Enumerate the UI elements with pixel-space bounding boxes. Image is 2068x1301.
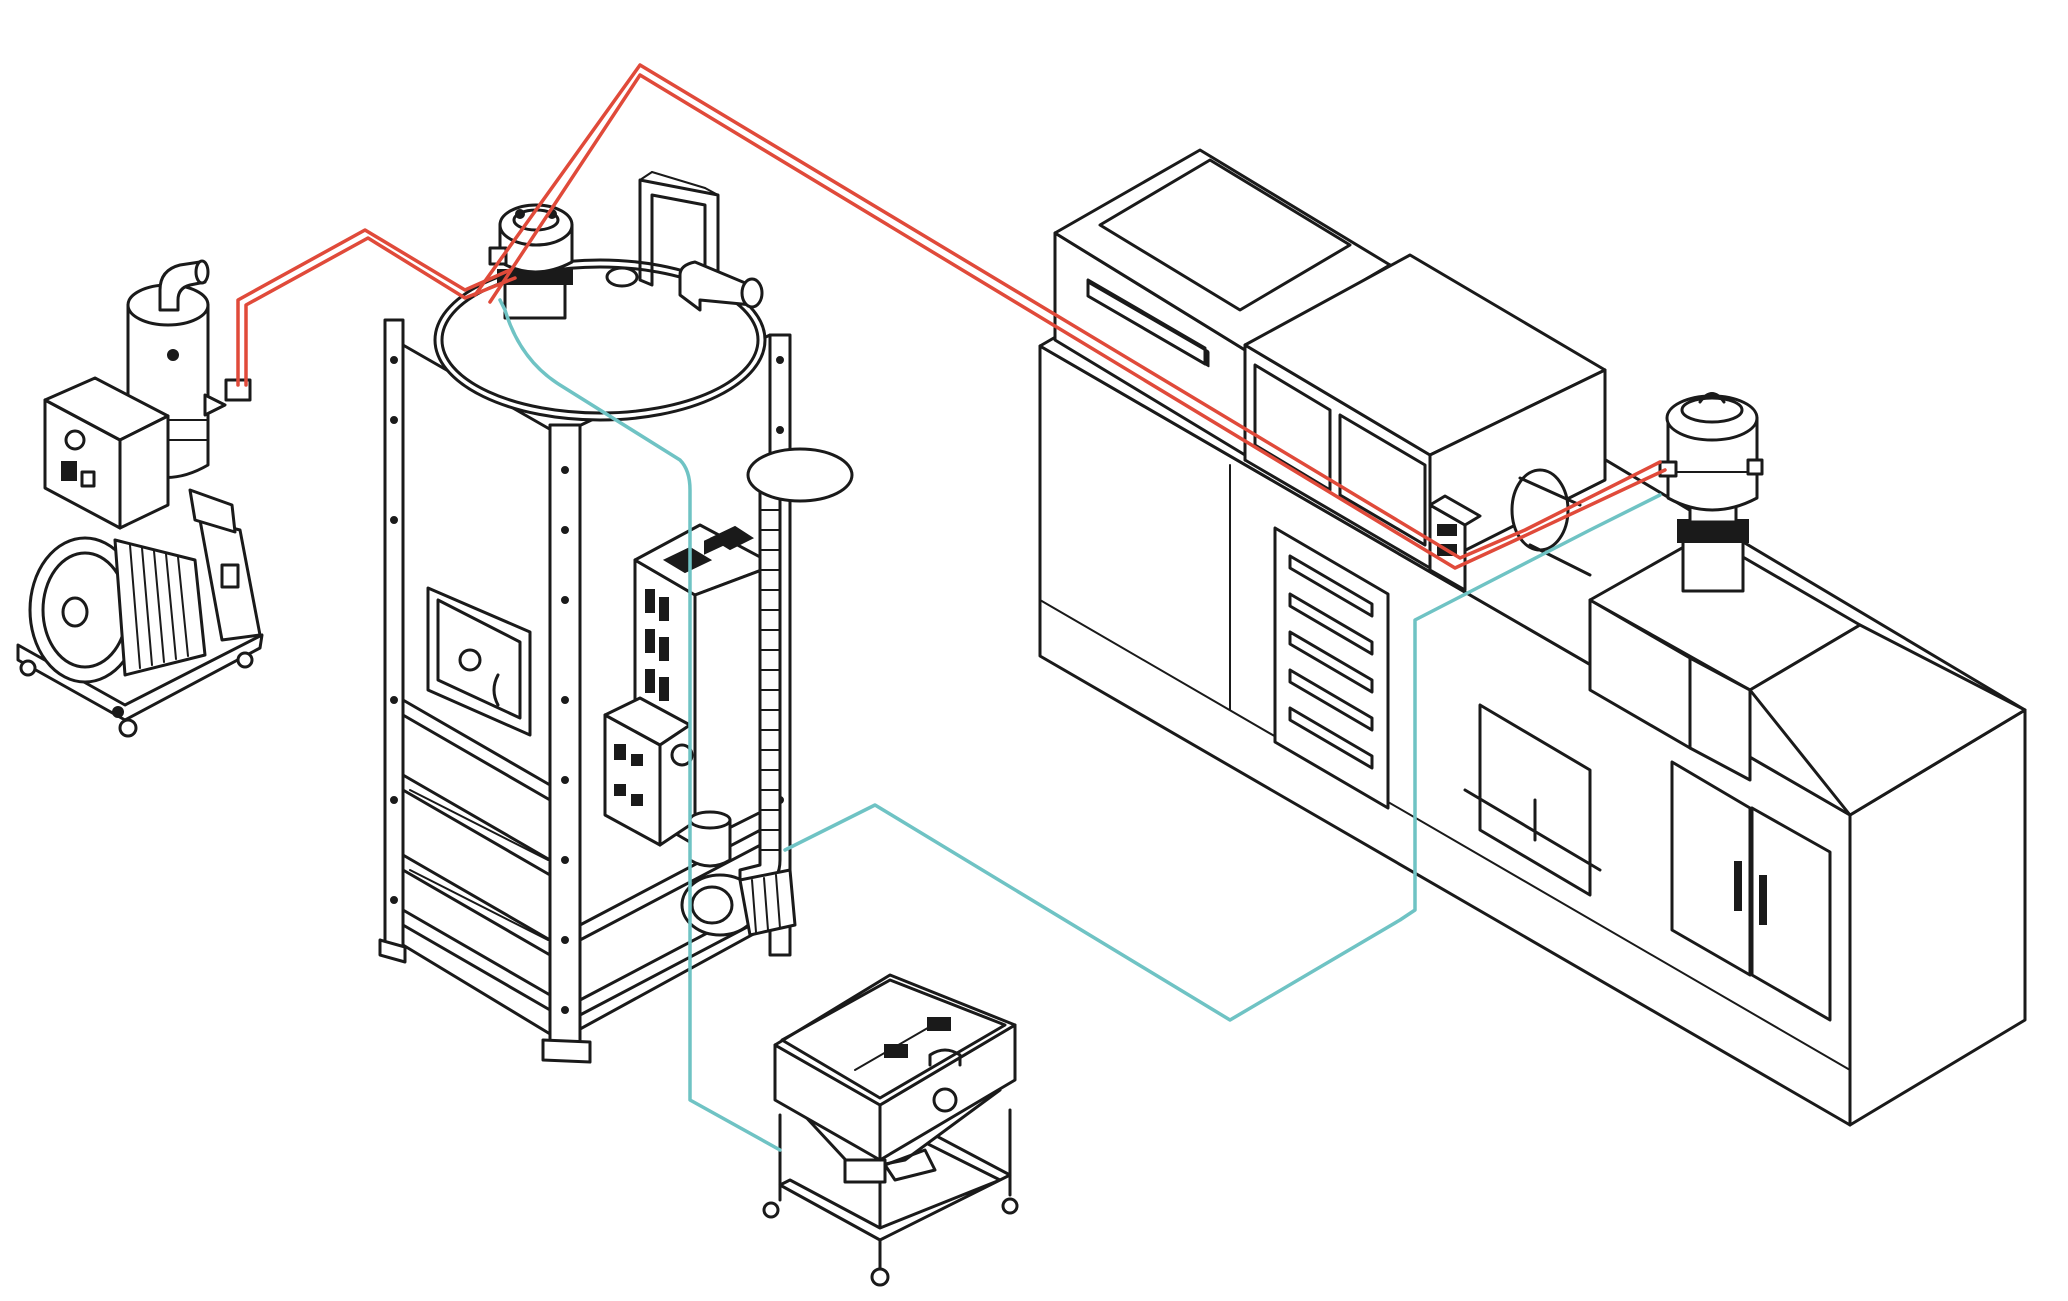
lifting-frame — [638, 178, 720, 287]
bin-handle — [928, 1048, 962, 1067]
vent-slots — [1288, 554, 1374, 770]
material-line-dryer-to-bin — [498, 298, 782, 1152]
vacuum-pump — [16, 259, 264, 738]
hopper-receiver — [1658, 392, 1764, 593]
hose-cap — [746, 447, 854, 503]
frame-post-left — [383, 318, 405, 957]
cabinet-door-left — [1670, 760, 1752, 977]
frame-post-front — [548, 423, 582, 1062]
receiver-handle — [1698, 392, 1726, 404]
receiver-body — [1666, 416, 1759, 512]
mobile-material-bin — [762, 973, 1019, 1287]
vacuum-line — [236, 228, 517, 387]
receiver-stand — [1681, 534, 1745, 593]
bin-ring-handle — [932, 1087, 958, 1113]
frame-rail-upper — [401, 698, 552, 802]
dryer-hopper — [378, 171, 854, 1064]
material-line-to-machine — [783, 493, 1662, 1022]
pump-power-switch — [64, 429, 86, 451]
injection-molding-machine — [1038, 148, 2027, 1127]
clamp-window — [1098, 158, 1352, 312]
cabinet-door-right — [1750, 806, 1832, 1022]
clamp-slot — [1478, 703, 1592, 897]
receiver-lid — [1665, 394, 1759, 442]
